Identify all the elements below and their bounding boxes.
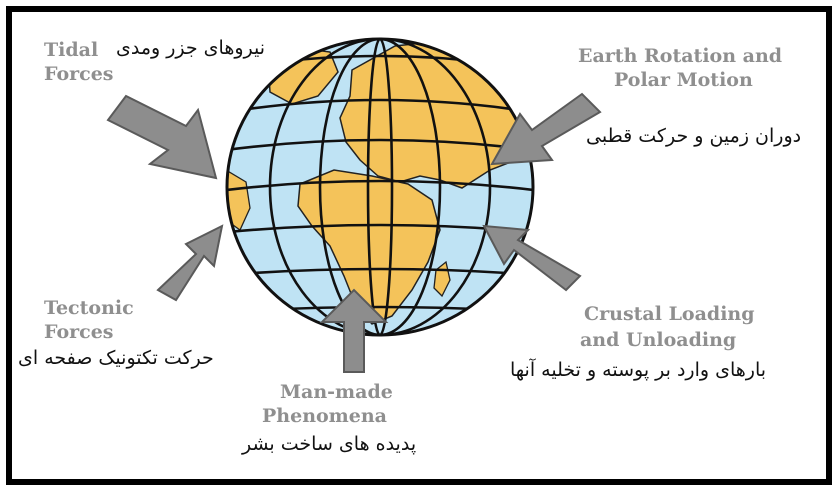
crustal-label-en-2: and Unloading xyxy=(580,328,736,352)
tectonic-label-en-1: Tectonic xyxy=(44,296,134,320)
crustal-label-fa: بارهای وارد بر پوسته و تخلیه آنها xyxy=(510,358,766,382)
rotation-label-fa: دوران زمین و حرکت قطبی xyxy=(586,124,801,148)
manmade-label-en-2: Phenomena xyxy=(262,404,387,428)
tectonic-label-en-2: Forces xyxy=(44,320,114,344)
manmade-label-fa: پدیده های ساخت بشر xyxy=(242,432,416,456)
rotation-label-en-1: Earth Rotation and xyxy=(578,44,782,68)
tidal-label-fa: نیروهای جزر ومدی xyxy=(116,36,265,60)
tidal-label-en-1: Tidal xyxy=(44,38,98,62)
crustal-label-en-1: Crustal Loading xyxy=(584,302,755,326)
tectonic-label-fa: حرکت تکتونیک صفحه ای xyxy=(18,346,214,370)
globe xyxy=(226,39,535,335)
tidal-label-en-2: Forces xyxy=(44,62,114,86)
rotation-label-en-2: Polar Motion xyxy=(614,68,753,92)
tidal-arrow xyxy=(108,96,216,178)
tectonic-arrow xyxy=(158,226,222,300)
manmade-label-en-1: Man-made xyxy=(280,380,393,404)
